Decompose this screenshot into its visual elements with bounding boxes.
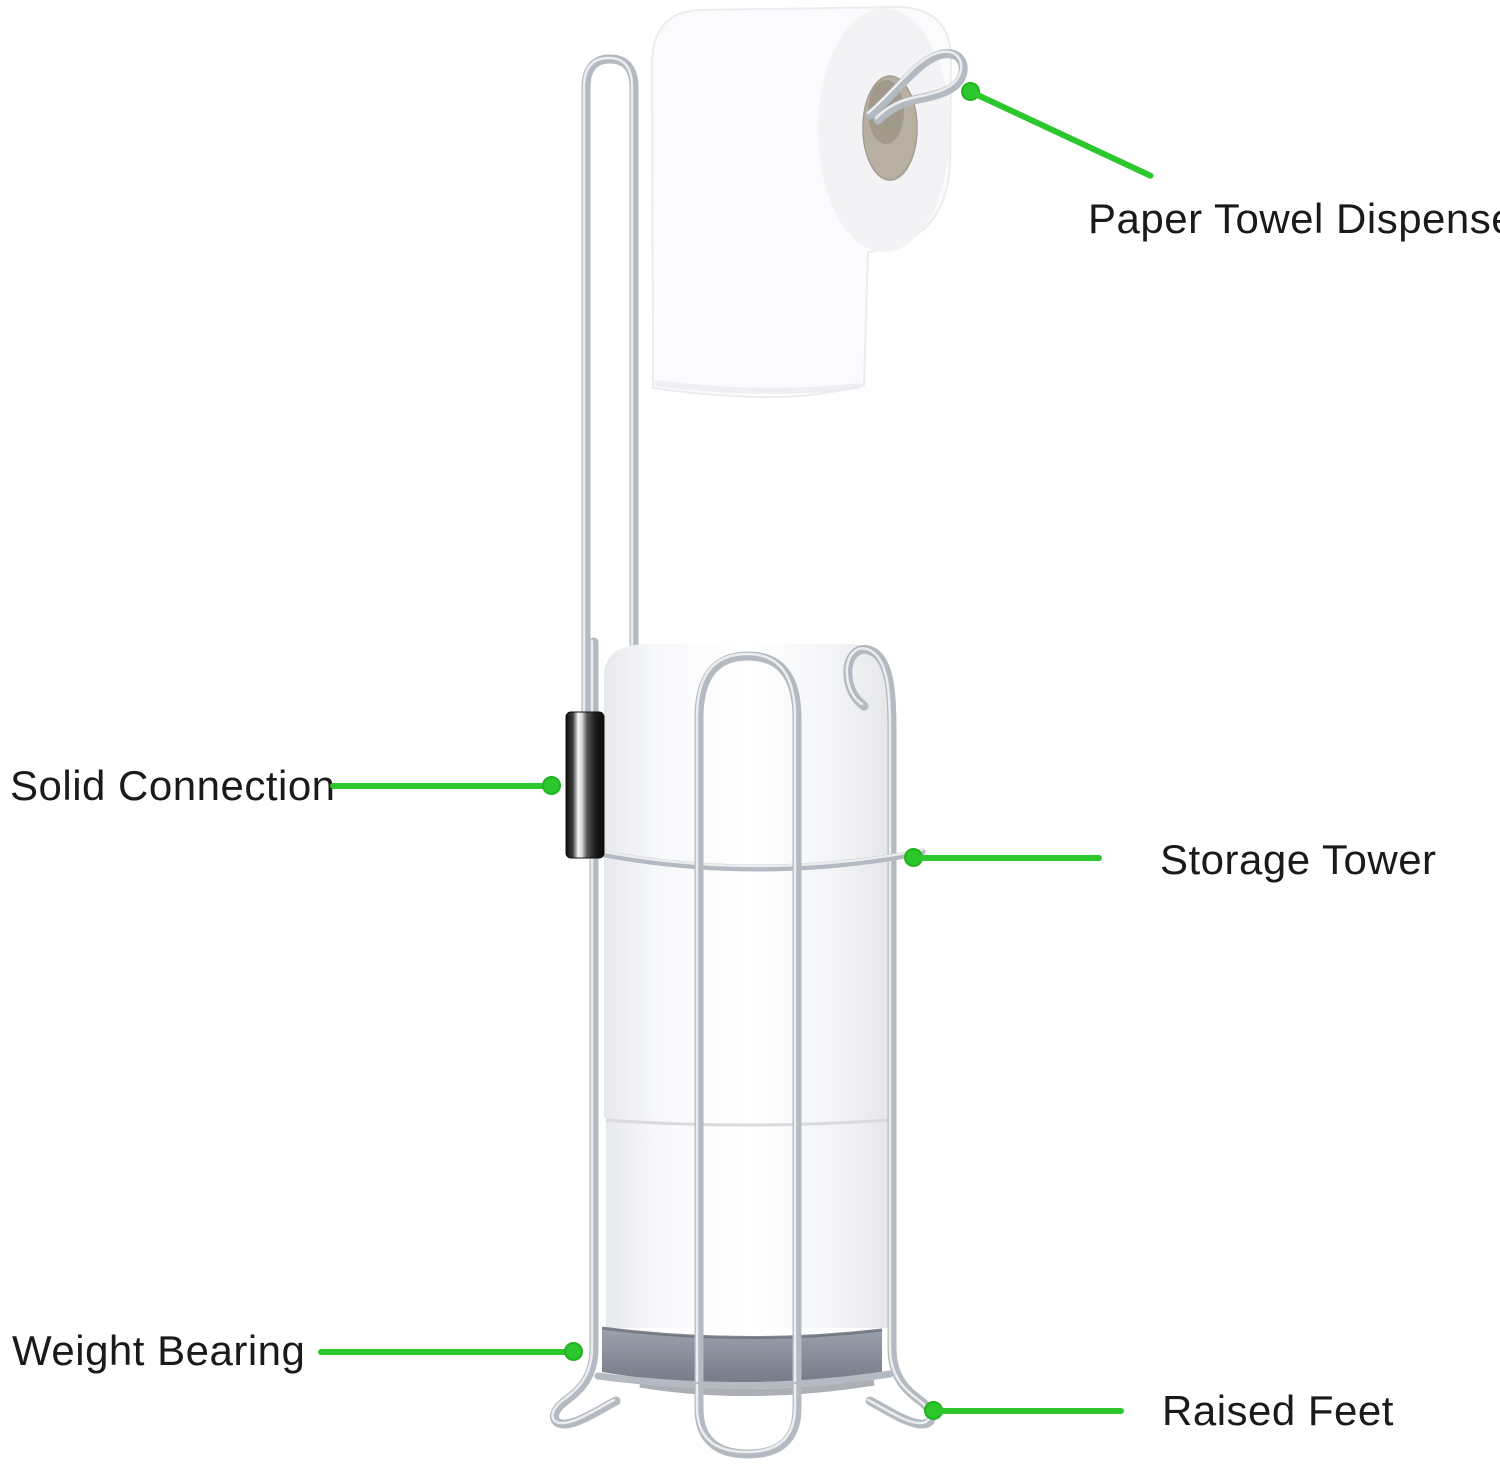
clamp-connector bbox=[565, 711, 605, 859]
toilet-paper-roll bbox=[650, 5, 953, 399]
dispenser-hook bbox=[865, 49, 968, 125]
base-plate-rim bbox=[601, 1326, 883, 1340]
stored-roll-upper bbox=[604, 644, 888, 1118]
annotation-label: Weight Bearing bbox=[12, 1327, 306, 1374]
annotation-label: Storage Tower bbox=[1160, 836, 1437, 883]
annotation-label: Raised Feet bbox=[1162, 1387, 1394, 1434]
annotation-label: Solid Connection bbox=[10, 762, 336, 809]
paper-sheet-edge bbox=[654, 380, 861, 394]
annotation-line bbox=[330, 783, 552, 789]
annotation-line bbox=[914, 855, 1102, 861]
annotation-label: Paper Towel Dispenser bbox=[1088, 195, 1500, 242]
stored-rolls bbox=[604, 644, 889, 1328]
cage-left-wire-foot bbox=[550, 637, 621, 1429]
roll-separation-line bbox=[605, 1118, 889, 1127]
annotation-line bbox=[318, 1349, 574, 1355]
annotation-line bbox=[934, 1408, 1124, 1414]
front-foot-loop bbox=[694, 1381, 802, 1459]
base-plate-shadow bbox=[639, 1378, 875, 1396]
annotation-dot bbox=[904, 848, 923, 867]
stored-roll-lower bbox=[606, 1118, 888, 1328]
base-cross-wire bbox=[594, 1370, 894, 1389]
base-plate bbox=[601, 1326, 883, 1396]
annotation-dot bbox=[924, 1401, 943, 1420]
annotation-dot bbox=[564, 1342, 583, 1361]
tower-ring bbox=[590, 848, 926, 872]
tower-handle bbox=[843, 644, 897, 863]
front-arch bbox=[694, 651, 802, 1397]
stand-pole bbox=[581, 54, 639, 735]
annotation-dot bbox=[542, 776, 561, 795]
